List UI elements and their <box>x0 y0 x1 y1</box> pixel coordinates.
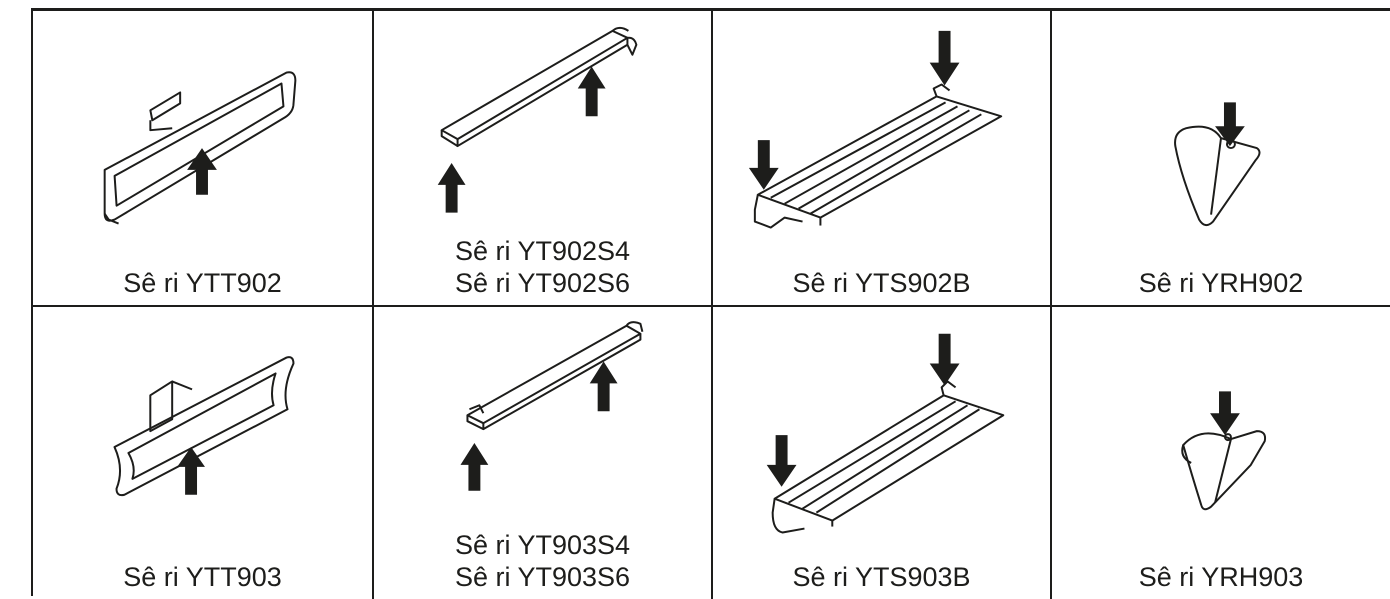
robe-hook-icon <box>1174 102 1261 227</box>
arrow-down-icon <box>1215 102 1245 147</box>
arrow-down-icon <box>748 140 779 190</box>
caption-yt902s: Sê ri YT902S4 Sê ri YT902S6 <box>374 235 711 299</box>
arrow-up-icon <box>177 447 205 495</box>
arrow-down-icon <box>929 30 960 86</box>
towel-bar-icon <box>460 321 644 491</box>
cell-ytt902: Sê ri YTT902 <box>33 11 374 307</box>
arrow-up-icon <box>589 361 618 412</box>
caption-line: Sê ri YTT903 <box>123 562 282 592</box>
towel-ring-curved-icon <box>113 356 295 497</box>
arrow-up-icon <box>437 162 466 213</box>
cell-yt903s: Sê ri YT903S4 Sê ri YT903S6 <box>374 307 713 599</box>
cell-yts902b: Sê ri YTS902B <box>713 11 1052 307</box>
caption-ytt903: Sê ri YTT903 <box>33 561 372 593</box>
arrow-down-icon <box>766 435 797 487</box>
cell-ytt903: Sê ri YTT903 <box>33 307 374 599</box>
caption-yts903b: Sê ri YTS903B <box>713 561 1050 593</box>
robe-hook-icon <box>1181 391 1267 511</box>
caption-line: Sê ri YT903S6 <box>454 562 631 592</box>
caption-line: Sê ri YRH903 <box>1138 562 1304 592</box>
cell-yrh903: Sê ri YRH903 <box>1052 307 1390 599</box>
cell-yrh902: Sê ri YRH902 <box>1052 11 1390 307</box>
arrow-up-icon <box>187 148 217 195</box>
towel-ring-rectangular-icon <box>103 71 297 225</box>
caption-line: Sê ri YTS903B <box>792 562 971 592</box>
caption-yrh902: Sê ri YRH902 <box>1052 267 1390 299</box>
caption-line: Sê ri YT903S4 <box>454 530 631 560</box>
cell-yt902s: Sê ri YT902S4 Sê ri YT902S6 <box>374 11 713 307</box>
arrow-up-icon <box>460 443 489 491</box>
caption-line: Sê ri YT902S4 <box>454 236 631 266</box>
arrow-down-icon <box>929 333 960 386</box>
caption-line: Sê ri YRH902 <box>1138 268 1304 298</box>
caption-yts902b: Sê ri YTS902B <box>713 267 1050 299</box>
caption-yrh903: Sê ri YRH903 <box>1052 561 1390 593</box>
towel-shelf-icon <box>766 333 1005 534</box>
cell-yts903b: Sê ri YTS903B <box>713 307 1052 599</box>
caption-yt903s: Sê ri YT903S4 Sê ri YT903S6 <box>374 529 711 593</box>
caption-ytt902: Sê ri YTT902 <box>33 267 372 299</box>
caption-line: Sê ri YTS902B <box>792 268 971 298</box>
towel-bar-icon <box>437 26 638 213</box>
towel-shelf-icon <box>748 30 1003 229</box>
caption-line: Sê ri YT902S6 <box>454 268 631 298</box>
product-grid: Sê ri YTT902 Sê ri YT902S4 Sê ri YT902S6 <box>31 8 1390 599</box>
caption-line: Sê ri YTT902 <box>123 268 282 298</box>
arrow-down-icon <box>1210 391 1240 436</box>
arrow-up-icon <box>577 66 606 117</box>
